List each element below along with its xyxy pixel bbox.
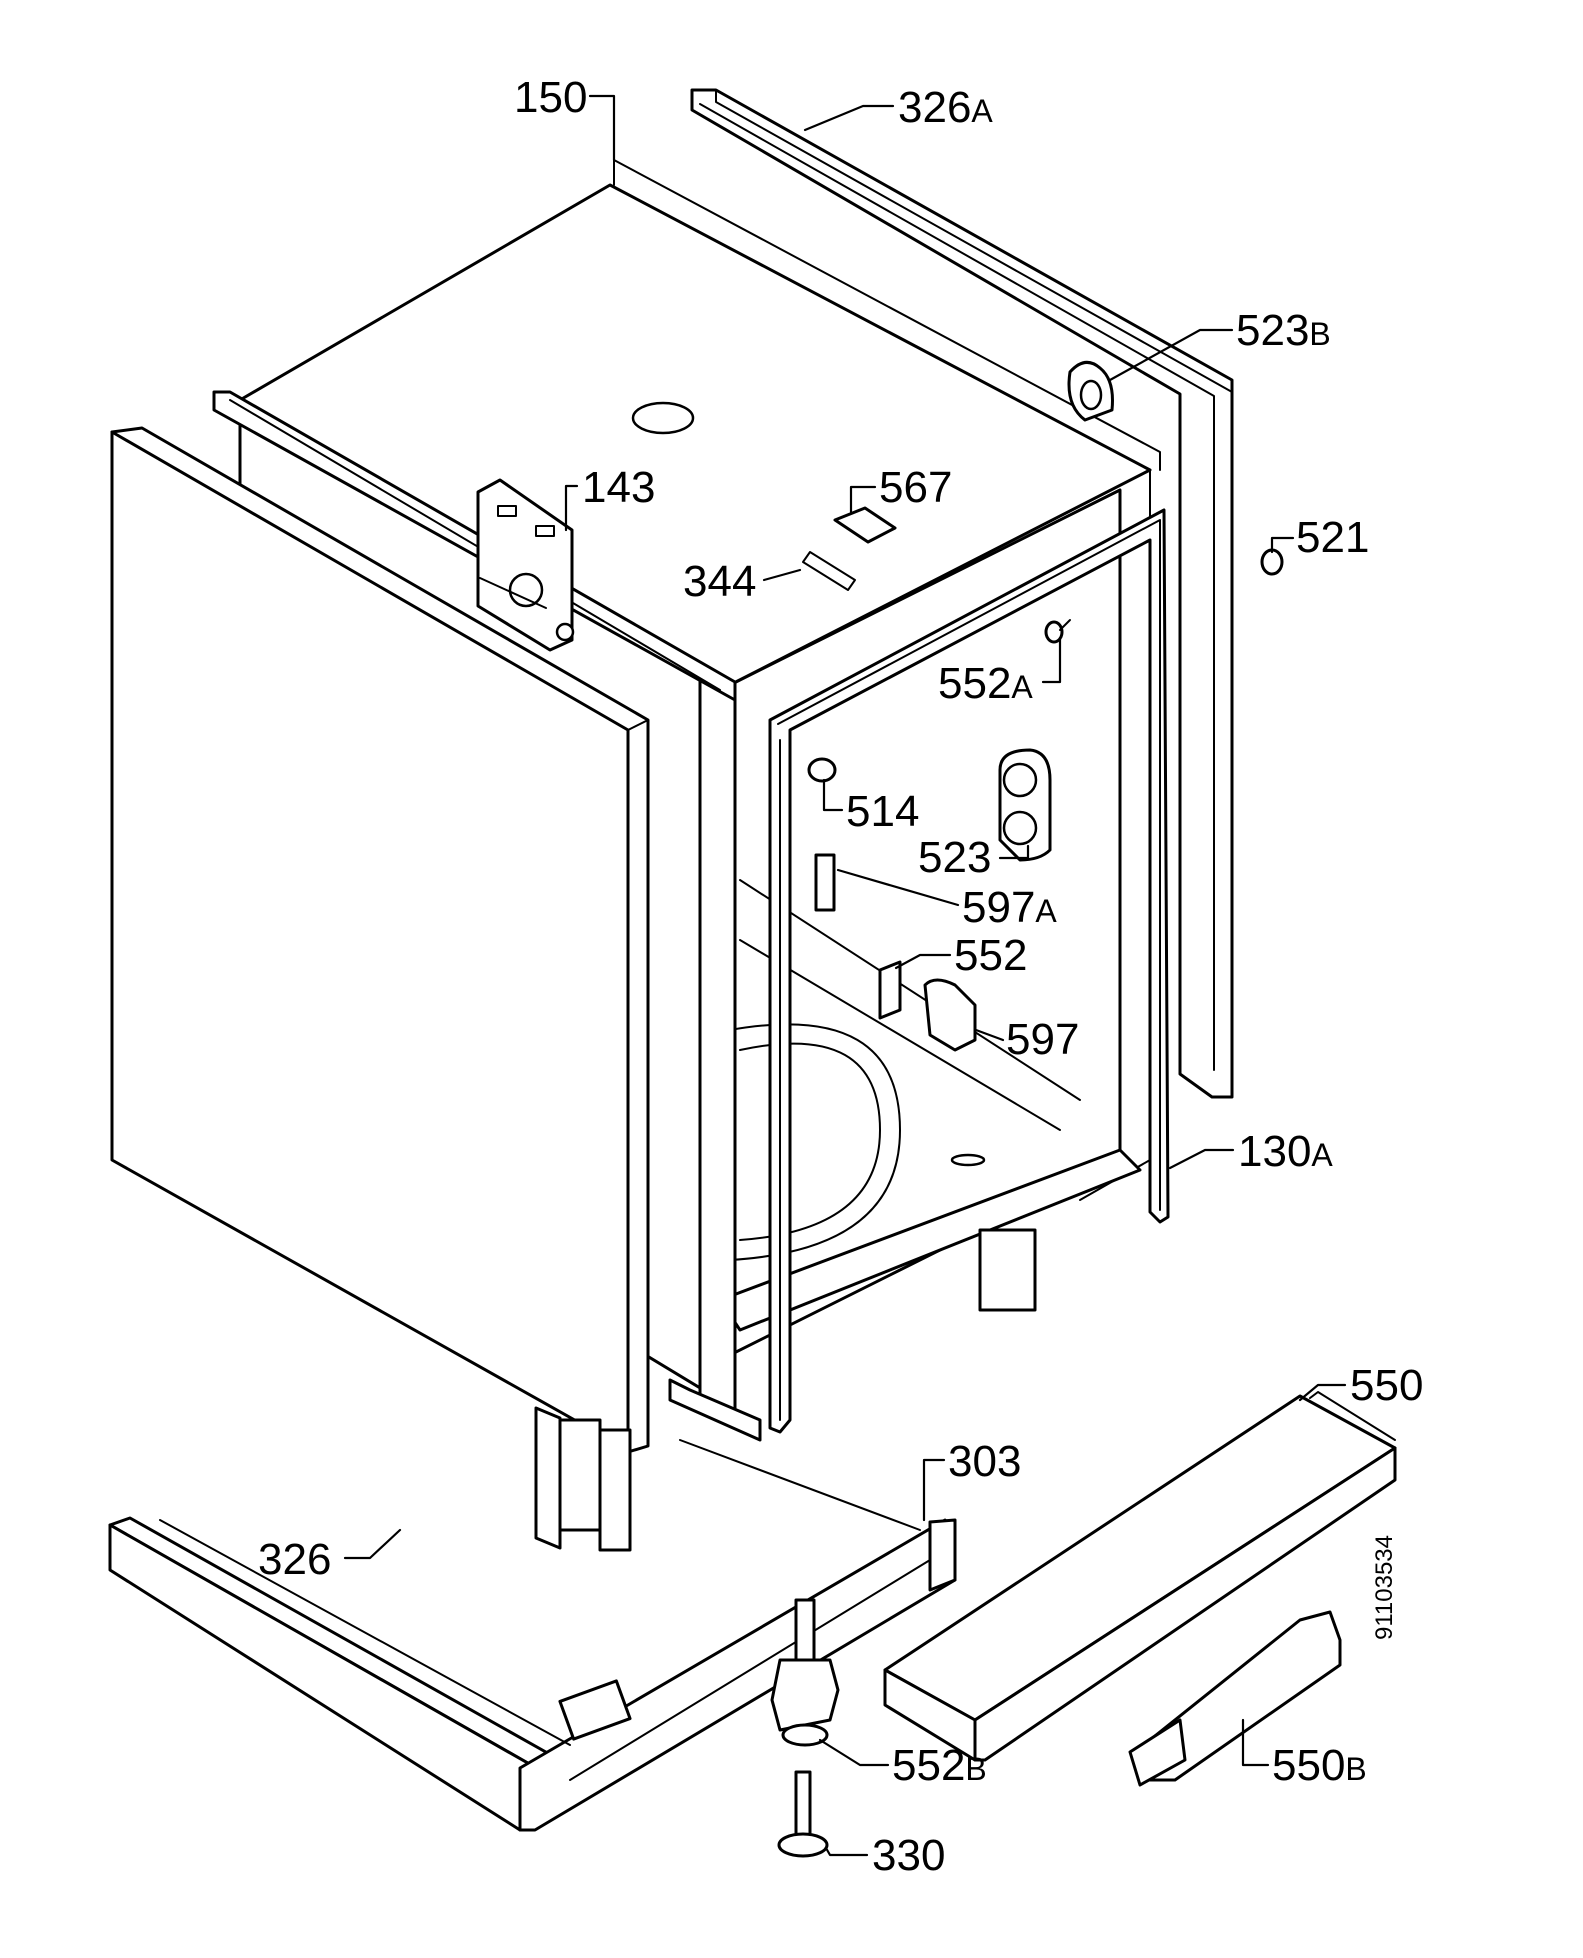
rear-panel-326a <box>690 88 1234 1099</box>
callout-550: 550 <box>1350 1361 1423 1410</box>
callout-330: 330 <box>872 1831 945 1880</box>
leader-130a <box>1168 1148 1235 1170</box>
hinge-523b <box>1067 360 1114 422</box>
callout-labels: 150 326A 523B 143 567 521 344 552A 514 5… <box>258 73 1423 1880</box>
base-frame-303 <box>108 1406 957 1832</box>
screw-552a <box>1044 619 1071 644</box>
door-seal-frame-130a <box>768 508 1170 1434</box>
callout-521: 521 <box>1296 513 1369 562</box>
leader-344 <box>762 568 802 582</box>
leader-521 <box>1270 536 1295 554</box>
top-opening <box>631 401 695 435</box>
callout-344: 344 <box>683 557 756 606</box>
callout-552b: 552B <box>892 1741 987 1790</box>
callout-130a: 130A <box>1238 1127 1333 1176</box>
callout-326: 326 <box>258 1535 331 1584</box>
callout-514: 514 <box>846 787 919 836</box>
leader-523b <box>1108 328 1234 382</box>
clip-597 <box>923 978 977 1052</box>
leader-552a <box>1041 636 1062 684</box>
callout-326a: 326A <box>898 83 993 132</box>
leader-303 <box>922 1458 946 1522</box>
leader-552b <box>818 1738 890 1767</box>
leader-552 <box>894 953 952 970</box>
bracket-344 <box>802 551 856 591</box>
leader-550b <box>1241 1718 1270 1767</box>
callout-552: 552 <box>954 931 1027 980</box>
document-number: 91103534 <box>1371 1535 1398 1640</box>
leader-550 <box>1298 1383 1347 1402</box>
callout-303: 303 <box>948 1437 1021 1486</box>
leader-326a <box>803 104 895 132</box>
plug-521 <box>1260 548 1284 576</box>
hinge-bracket-143 <box>476 478 575 652</box>
bushing-514 <box>807 757 837 783</box>
clip-567 <box>833 506 897 544</box>
callout-567: 567 <box>879 463 952 512</box>
leader-143 <box>564 484 579 532</box>
callout-523: 523 <box>918 833 991 882</box>
leader-lines <box>343 94 1347 1857</box>
leader-597 <box>974 1028 1005 1042</box>
leader-150 <box>588 94 616 162</box>
leader-326 <box>343 1528 402 1560</box>
callout-143: 143 <box>582 463 655 512</box>
leader-523 <box>998 844 1030 860</box>
leader-514 <box>822 778 844 812</box>
callout-550b: 550B <box>1272 1741 1367 1790</box>
foot-552b <box>770 1598 840 1747</box>
bracket-550b <box>1128 1610 1342 1787</box>
leader-567 <box>849 485 877 514</box>
callout-150: 150 <box>514 73 587 122</box>
toe-kick-550 <box>883 1391 1397 1762</box>
rollers-523 <box>998 748 1052 862</box>
callout-597: 597 <box>1006 1015 1079 1064</box>
callout-597a: 597A <box>962 883 1057 932</box>
callout-523b: 523B <box>1236 306 1331 355</box>
leader-330 <box>824 1846 869 1857</box>
leader-597a <box>836 868 960 907</box>
guide-552 <box>878 960 902 1020</box>
latch-597a <box>814 853 836 912</box>
screw-330 <box>777 1770 829 1858</box>
callout-552a: 552A <box>938 659 1033 708</box>
